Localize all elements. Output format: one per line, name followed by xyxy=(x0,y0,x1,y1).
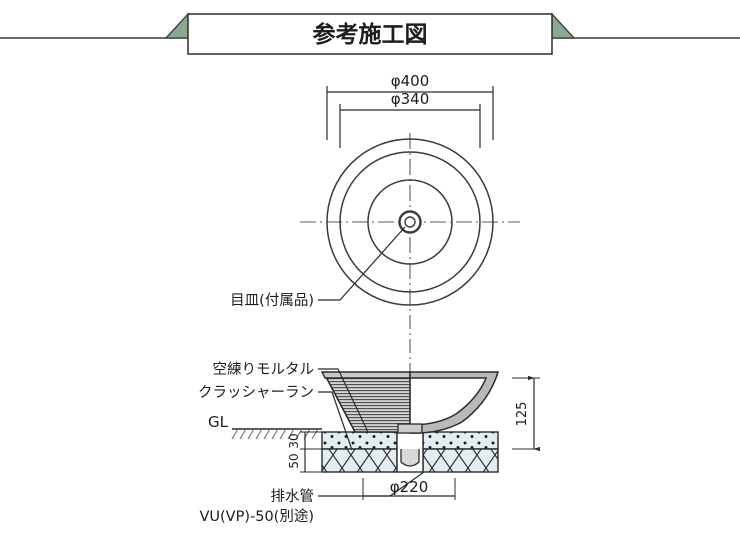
bowl-cut-body xyxy=(323,374,411,433)
plan-circle-bowl-base xyxy=(367,179,453,265)
crusher-leader-line xyxy=(318,391,353,451)
crusher-layer-right xyxy=(422,448,499,473)
mortar-label: 空練りモルタル xyxy=(213,361,315,378)
strainer-leader-line xyxy=(318,226,406,301)
dim-label-30: 30 xyxy=(287,433,301,448)
plan-circle-340 xyxy=(339,151,481,293)
plan-dimension-phi400: φ400 xyxy=(326,72,494,140)
mortar-leader-line xyxy=(318,368,369,433)
drain-pipe-socket xyxy=(400,449,420,467)
plan-circle-strainer-inner xyxy=(404,216,416,228)
drain-pipe xyxy=(396,431,424,473)
drain-callout-line2: VU(VP)-50(別途) xyxy=(199,508,314,525)
title-banner: 参考施工図 xyxy=(0,12,740,55)
plan-dimension-phi340: φ340 xyxy=(339,90,481,148)
plan-circle-outer-400 xyxy=(326,138,494,306)
plan-view: 目皿(付属品) xyxy=(230,133,520,315)
dim-label-phi400: φ400 xyxy=(391,72,430,90)
dim-label-125: 125 xyxy=(515,402,530,427)
dim-group-bowl-height: 125 xyxy=(512,375,540,452)
section-view: GL xyxy=(198,361,540,525)
drain-callout-line1: 排水管 xyxy=(271,488,315,505)
banner-wing-right xyxy=(551,12,576,39)
mortar-layer-left xyxy=(321,431,398,450)
dim-label-50: 50 xyxy=(287,453,301,468)
ground-level-label: GL xyxy=(208,413,229,431)
dim-group-phi220: φ220 xyxy=(362,478,456,500)
ground-hatch xyxy=(231,428,319,440)
bowl-profile-body xyxy=(409,371,500,434)
dim-label-phi340: φ340 xyxy=(391,90,430,108)
banner-wing-left xyxy=(164,12,189,39)
dim-label-phi220: φ220 xyxy=(390,478,429,496)
mortar-layer-right xyxy=(422,431,499,450)
bowl-rim-left xyxy=(320,371,411,379)
bowl-outer-profile xyxy=(409,371,500,434)
strainer-callout-label: 目皿(付属品) xyxy=(230,292,314,309)
crusher-label: クラッシャーラン xyxy=(198,384,314,401)
crusher-layer-left xyxy=(321,448,398,473)
dim-group-layer-thickness: 30 50 xyxy=(287,431,322,473)
banner-box xyxy=(187,13,553,55)
bowl-outlet-boss xyxy=(397,423,423,434)
page-title: 参考施工図 xyxy=(313,21,428,48)
